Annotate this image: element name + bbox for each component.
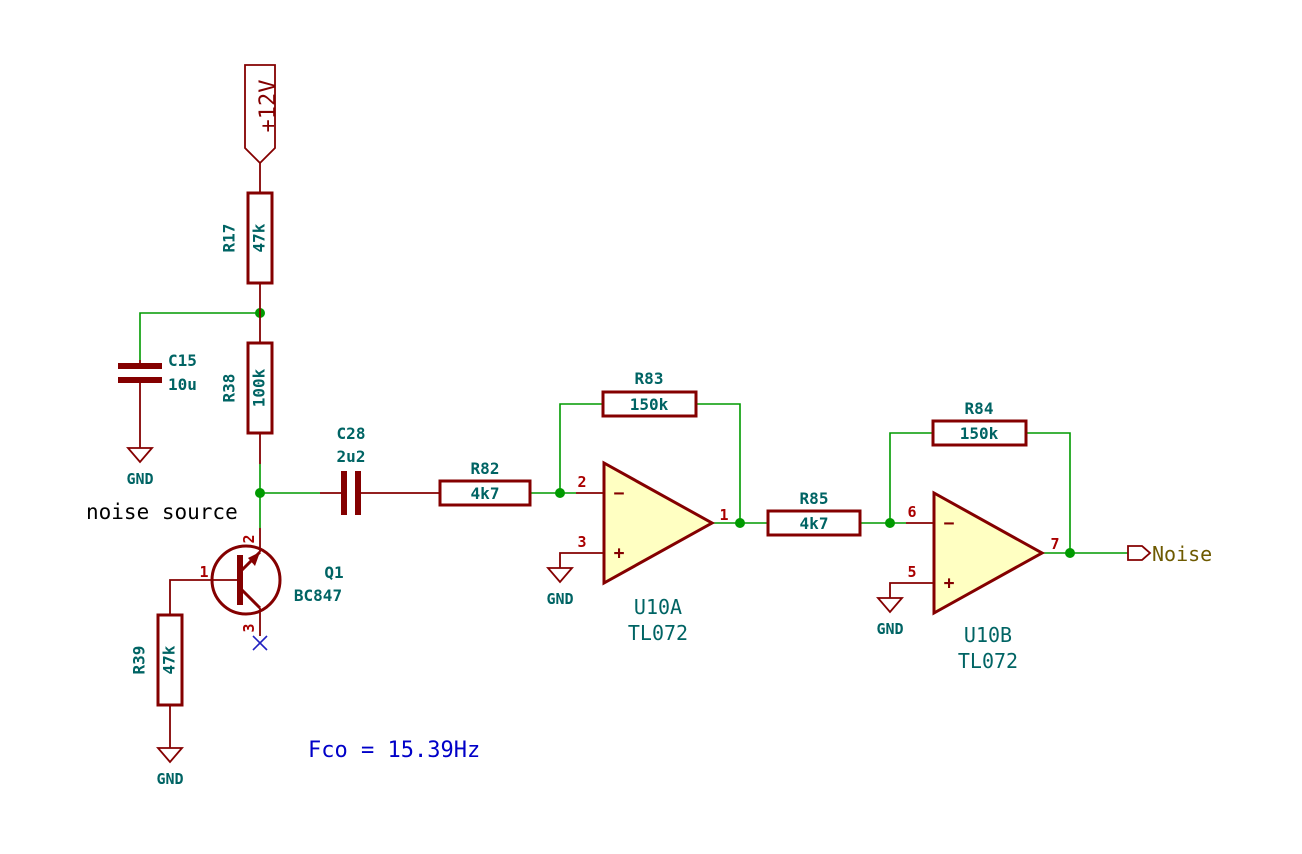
gnd-symbol-u10b: GND: [876, 597, 904, 638]
resistor-body: [766, 509, 862, 537]
resistor-ref: R83: [635, 369, 664, 388]
wire-c15-r38-node: [139, 312, 260, 360]
junctions: [255, 308, 1075, 558]
resistor-ref: R82: [471, 459, 500, 478]
cutoff-frequency-note: Fco = 15.39Hz: [308, 738, 480, 763]
transistor-q1: 1 2 3 Q1 BC847: [169, 528, 344, 651]
resistor-r84: 150k R84: [931, 399, 1028, 447]
capacitor-value: 2u2: [337, 447, 366, 466]
wires: [139, 312, 1128, 554]
capacitor-ref: C28: [337, 424, 366, 443]
resistor-r39: 47k R39: [130, 610, 184, 748]
resistor-ref: R84: [965, 399, 994, 418]
opamp-value: TL072: [628, 621, 688, 645]
transistor-ref: Q1: [324, 563, 343, 582]
wire-r83-left: [559, 403, 603, 493]
resistor-r17: 47k R17: [220, 191, 274, 313]
resistor-value: 4k7: [800, 514, 829, 533]
power-flag-shape: [244, 64, 276, 165]
gnd-triangle: [126, 447, 154, 464]
pin-number: 3: [240, 623, 258, 632]
resistor-value: 47k: [160, 645, 179, 674]
resistor-ref: R39: [130, 646, 149, 675]
resistor-value: 100k: [250, 368, 269, 407]
global-label-arrow: [1127, 545, 1152, 561]
resistor-r85: 4k7 R85: [766, 489, 862, 537]
resistor-value: 47k: [250, 223, 269, 252]
opamp-u10a: − + 2 3 1 U10A TL072: [559, 460, 729, 645]
opamp-u10b: − + 6 5 7 U10B TL072: [889, 490, 1060, 673]
gnd-triangle: [156, 747, 184, 764]
no-connect-flag: [252, 635, 268, 651]
junction-dot: [735, 518, 745, 528]
junction-dot: [885, 518, 895, 528]
transistor-pin-base: [169, 579, 240, 610]
opamp-minus-sign: −: [614, 483, 625, 504]
junction-dot: [255, 488, 265, 498]
opamp-body: [932, 490, 1046, 616]
resistor-body: [931, 419, 1028, 447]
opamp-plus-sign: +: [614, 543, 625, 564]
opamp-body: [602, 460, 716, 586]
pin-number: 6: [907, 503, 916, 521]
opamp-ref: U10B: [964, 623, 1012, 647]
gnd-label: GND: [126, 470, 153, 488]
resistor-value: 4k7: [471, 484, 500, 503]
pin-number: 2: [240, 534, 258, 543]
gnd-label: GND: [156, 770, 183, 788]
wire-gnd-u10b: [889, 582, 900, 598]
capacitor-ref: C15: [168, 351, 197, 370]
global-label-text: Noise: [1152, 542, 1212, 566]
gnd-triangle: [546, 567, 574, 584]
resistor-r38: 100k R38: [220, 313, 274, 464]
transistor-value: BC847: [294, 586, 342, 605]
pin-number: 7: [1050, 535, 1059, 553]
pin-number: 1: [719, 506, 728, 524]
resistor-ref: R17: [220, 224, 239, 253]
resistor-value: 150k: [630, 395, 669, 414]
opamp-ref: U10A: [634, 595, 682, 619]
resistor-body: [601, 390, 698, 418]
pin-number: 2: [577, 473, 586, 491]
junction-dot: [555, 488, 565, 498]
resistor-ref: R85: [800, 489, 829, 508]
wire-r84-left: [889, 432, 933, 523]
capacitor-value: 10u: [168, 375, 197, 394]
power-flag-12v: +12V: [244, 64, 281, 193]
wire-gnd-u10a: [559, 552, 570, 568]
gnd-symbol-u10a: GND: [546, 567, 574, 608]
capacitor-c15: C15 10u: [118, 351, 197, 448]
junction-dot: [1065, 548, 1075, 558]
net-label-noise-source: noise source: [86, 500, 238, 524]
wire-r84-right: [1026, 432, 1071, 553]
resistor-r82: 4k7 R82: [438, 459, 532, 507]
capacitor-c28: C28 2u2: [320, 424, 440, 515]
pin-number: 1: [199, 563, 208, 581]
transistor-emitter-arrow: [248, 552, 260, 566]
opamp-minus-sign: −: [944, 513, 955, 534]
resistor-ref: R38: [220, 374, 239, 403]
gnd-label: GND: [546, 590, 573, 608]
global-label-noise: Noise: [1127, 542, 1212, 566]
pin-number: 3: [577, 533, 586, 551]
resistor-r83: 150k R83: [601, 369, 698, 418]
transistor-lead-bottom: [238, 586, 262, 610]
power-flag-label: +12V: [256, 80, 281, 133]
gnd-symbol-r39: GND: [156, 747, 184, 788]
pin-number: 5: [907, 563, 916, 581]
resistor-value: 150k: [960, 424, 999, 443]
gnd-label: GND: [876, 620, 903, 638]
opamp-value: TL072: [958, 649, 1018, 673]
gnd-symbol-c15: GND: [126, 447, 154, 488]
gnd-triangle: [876, 597, 904, 614]
wire-r83-right: [696, 403, 741, 523]
resistor-body: [438, 479, 532, 507]
opamp-plus-sign: +: [944, 573, 955, 594]
